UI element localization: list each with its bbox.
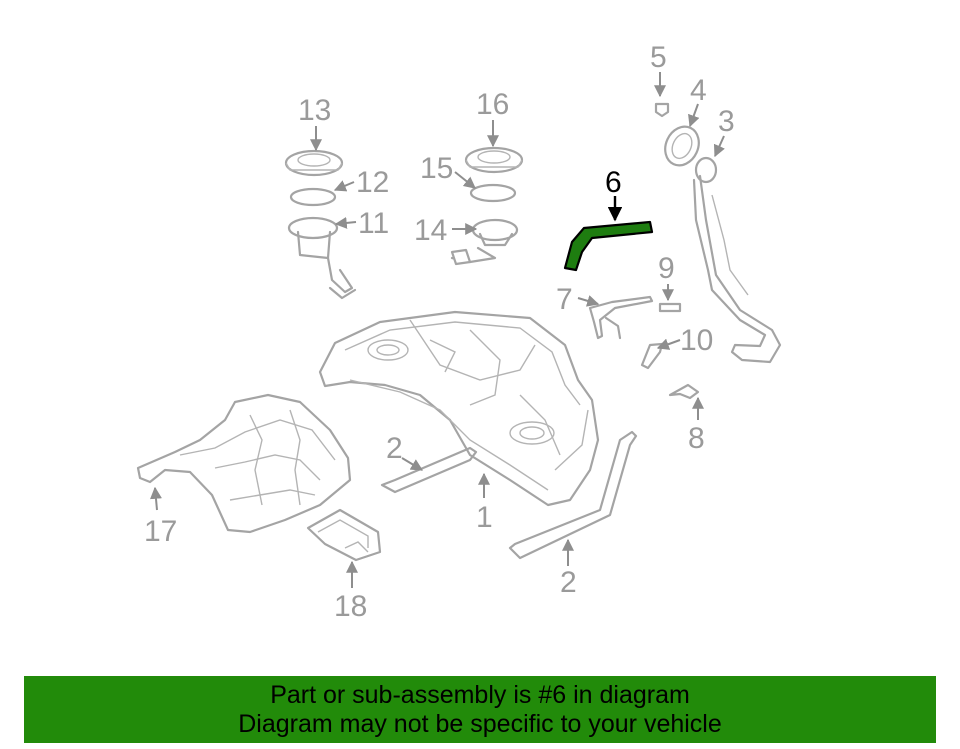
- parts-diagram: 1 2 2 3 4 5 6 7 8 9 10 11 12 13 14 15 16…: [136, 41, 782, 623]
- fuel-pump-assembly: [284, 149, 357, 300]
- callout-11: 11: [358, 207, 389, 240]
- callout-2-left: 2: [386, 432, 403, 465]
- callout-labels: 1 2 2 3 4 5 6 7 8 9 10 11 12 13 14 15 16…: [144, 41, 735, 623]
- callout-9: 9: [658, 252, 675, 285]
- callout-17: 17: [144, 515, 177, 548]
- callout-2-right: 2: [560, 566, 577, 599]
- callout-4: 4: [690, 74, 707, 107]
- fuel-tank: [318, 310, 600, 507]
- banner-line-disclaimer: Diagram may not be specific to your vehi…: [238, 710, 722, 738]
- hose-clamp: [668, 383, 700, 400]
- callout-18: 18: [334, 590, 367, 623]
- tank-strap-right: [508, 430, 638, 560]
- callout-3: 3: [718, 105, 735, 138]
- callout-14: 14: [414, 214, 447, 247]
- bracket: [306, 508, 382, 562]
- tank-strap-left: [380, 446, 478, 494]
- filler-ring: [664, 125, 700, 167]
- callout-12: 12: [356, 166, 389, 199]
- callout-1: 1: [476, 501, 493, 534]
- filler-cap-clip: [654, 102, 670, 118]
- callout-10: 10: [680, 324, 713, 357]
- leader-lines: [150, 72, 725, 588]
- banner-line-part: Part or sub-assembly is #6 in diagram: [270, 681, 690, 709]
- callout-8: 8: [688, 422, 705, 455]
- callout-5: 5: [650, 41, 667, 74]
- heat-shield: [136, 393, 352, 534]
- callout-16: 16: [476, 88, 509, 121]
- callout-6: 6: [605, 166, 622, 199]
- callout-13: 13: [298, 94, 331, 127]
- sub-pump-assembly: [450, 146, 524, 266]
- filler-pipe: [692, 156, 782, 364]
- hose-connector: [640, 342, 664, 370]
- clip: [658, 302, 682, 313]
- callout-7: 7: [556, 283, 573, 316]
- highlighted-hose-part-6: [563, 220, 654, 272]
- vent-tube: [588, 295, 654, 340]
- callout-15: 15: [420, 152, 453, 185]
- info-banner: Part or sub-assembly is #6 in diagram Di…: [24, 676, 936, 743]
